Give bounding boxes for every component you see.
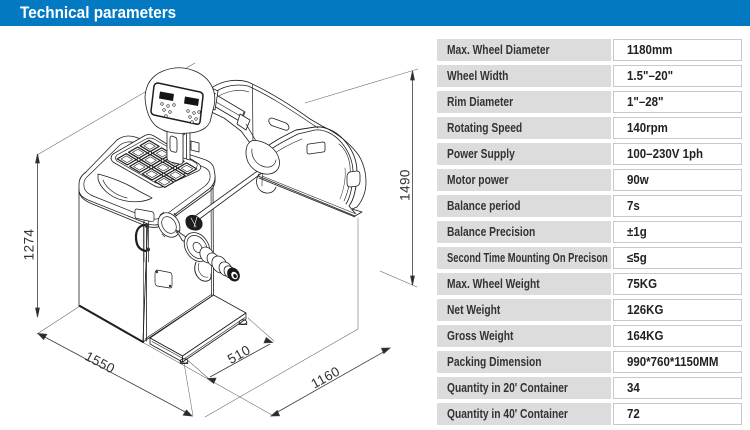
- svg-text:1550: 1550: [83, 349, 118, 377]
- svg-text:510: 510: [225, 342, 253, 367]
- svg-text:1274: 1274: [22, 229, 37, 261]
- svg-text:1490: 1490: [398, 169, 413, 201]
- svg-text:1160: 1160: [308, 364, 342, 392]
